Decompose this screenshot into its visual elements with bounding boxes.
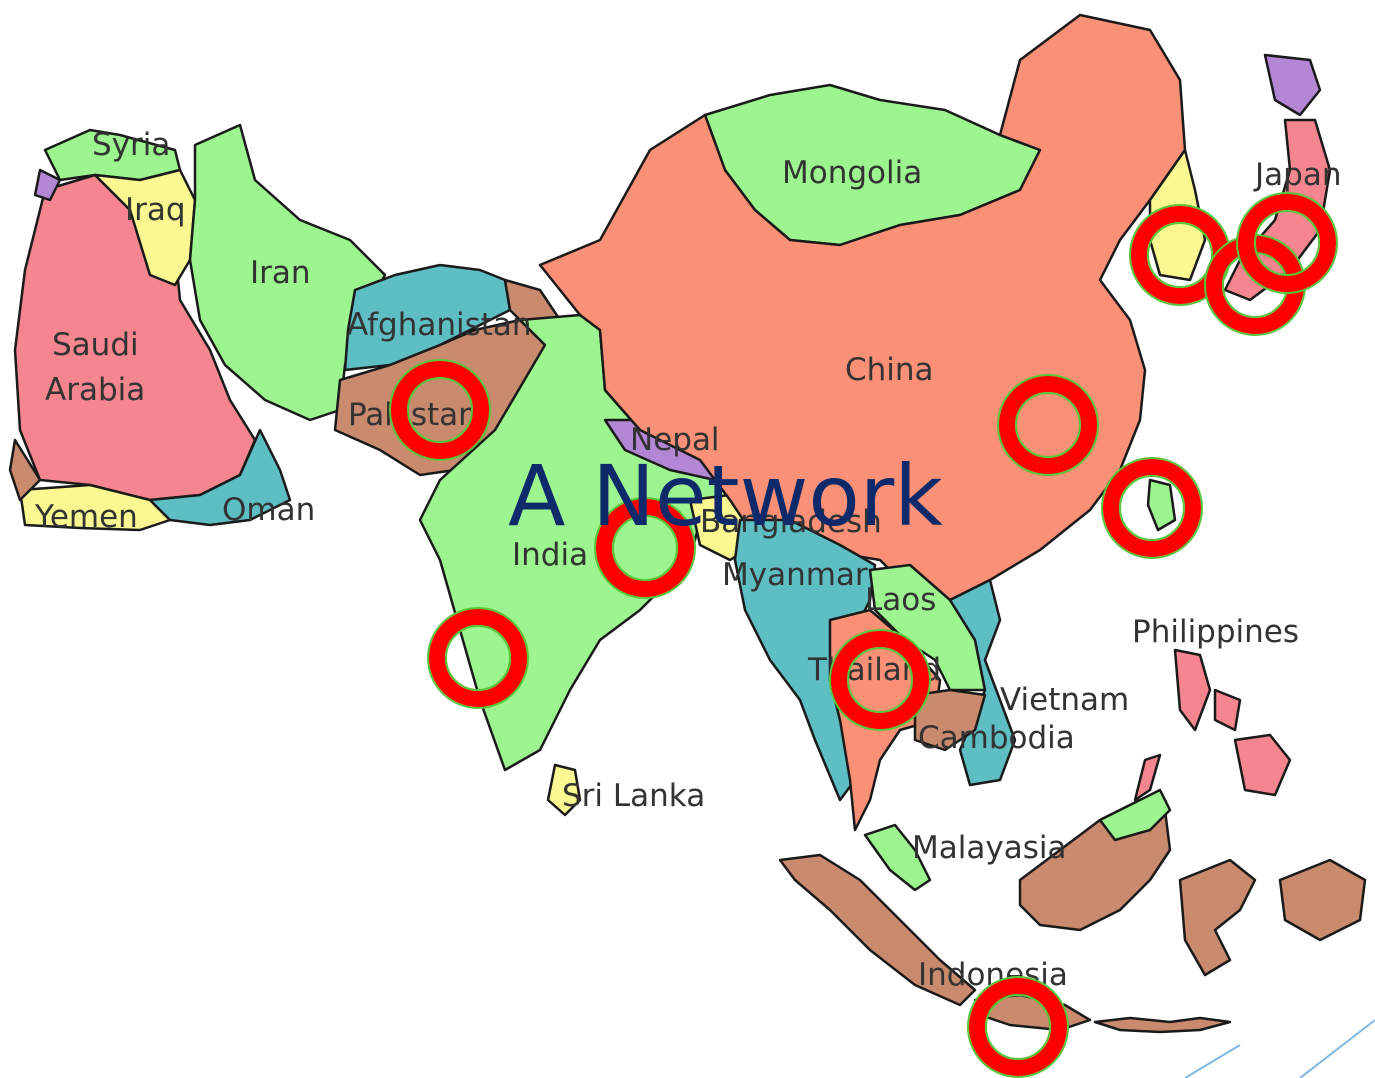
node-java	[967, 976, 1069, 1078]
label-china: China	[845, 352, 934, 388]
label-iraq: Iraq	[125, 192, 186, 228]
node-pakistan	[389, 359, 491, 461]
country-cambodia	[913, 688, 987, 752]
label-myanmar: Myanmar	[722, 557, 868, 593]
label-philippines: Philippines	[1132, 614, 1299, 650]
label-oman: Oman	[222, 492, 315, 528]
node-thailand	[829, 629, 931, 731]
corner-decoration	[1184, 1019, 1375, 1078]
label-syria: Syria	[92, 127, 170, 163]
label-saudi-arabia-1: Saudi	[52, 327, 139, 363]
country-jordan	[8, 438, 42, 502]
country-papua	[1278, 858, 1367, 942]
country-vietnam	[948, 578, 1017, 787]
label-yemen: Yemen	[34, 499, 138, 535]
label-afghanistan: Afghanistan	[347, 307, 532, 343]
label-cambodia: Cambodia	[918, 720, 1075, 756]
country-oman	[148, 428, 292, 527]
label-bangladesh: Bangladesh	[700, 504, 882, 540]
label-saudi-arabia-2: Arabia	[45, 372, 145, 408]
country-taiwan	[1146, 478, 1177, 532]
label-india: India	[512, 537, 588, 573]
label-vietnam: Vietnam	[1000, 682, 1129, 718]
country-philippines-visayas	[1213, 688, 1242, 732]
node-central-china	[997, 374, 1099, 476]
country-laos	[868, 563, 987, 692]
label-nepal: Nepal	[630, 422, 720, 458]
country-philippines-luzon	[1173, 648, 1212, 732]
node-west-india	[427, 607, 529, 709]
country-malaysia-borneo	[1098, 788, 1172, 842]
node-japan-north	[1236, 192, 1338, 294]
node-east-india	[594, 497, 696, 599]
country-malaysia-peninsula	[863, 823, 932, 892]
country-lebanon	[33, 168, 62, 202]
country-philippines-palawan	[1133, 753, 1162, 802]
slide-title: A Network	[508, 447, 943, 545]
network-nodes	[389, 192, 1338, 1078]
country-sri-lanka	[546, 763, 582, 817]
label-laos: Laos	[865, 582, 936, 618]
label-iran: Iran	[250, 255, 311, 291]
country-japan-hokkaido	[1263, 53, 1322, 117]
label-mongolia: Mongolia	[782, 155, 922, 191]
country-sumatra	[778, 853, 977, 1007]
country-sunda-islands	[1093, 1016, 1232, 1034]
country-afghanistan	[343, 263, 512, 372]
country-yemen	[18, 483, 172, 532]
label-japan: Japan	[1253, 157, 1341, 193]
node-taiwan	[1101, 457, 1203, 559]
label-malaysia: Malayasia	[912, 830, 1066, 866]
label-sri-lanka: Sri Lanka	[562, 778, 705, 814]
country-philippines-mindanao	[1233, 733, 1292, 797]
country-sulawesi	[1178, 858, 1257, 977]
